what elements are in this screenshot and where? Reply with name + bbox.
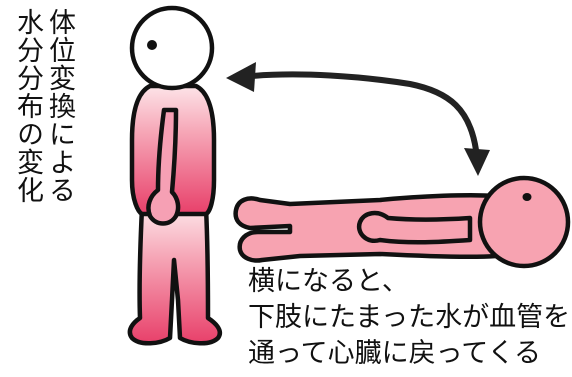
standing-figure-eye bbox=[147, 40, 157, 50]
lying-figure-eye bbox=[522, 193, 532, 201]
standing-figure-legs bbox=[127, 205, 223, 346]
standing-figure-arm bbox=[146, 107, 181, 226]
caption-line-1: 横になると、 bbox=[248, 266, 409, 297]
lying-figure-arm bbox=[356, 210, 473, 245]
arrowhead-left bbox=[226, 62, 256, 92]
lying-figure-head bbox=[477, 175, 571, 269]
standing-figure-head bbox=[129, 5, 215, 91]
arrowhead-down bbox=[464, 148, 490, 176]
title-line-1: 体位変換による bbox=[44, 8, 75, 204]
caption: 横になると、 下肢にたまった水が血管を 通って心臓に戻ってくる bbox=[248, 264, 570, 372]
title-line-2: 水分分布の変化 bbox=[12, 8, 43, 204]
caption-line-3: 通って心臓に戻ってくる bbox=[248, 338, 541, 369]
lying-figure bbox=[233, 175, 571, 269]
position-change-arrow bbox=[226, 62, 490, 176]
standing-figure bbox=[127, 5, 223, 346]
caption-line-2: 下肢にたまった水が血管を bbox=[248, 302, 571, 333]
